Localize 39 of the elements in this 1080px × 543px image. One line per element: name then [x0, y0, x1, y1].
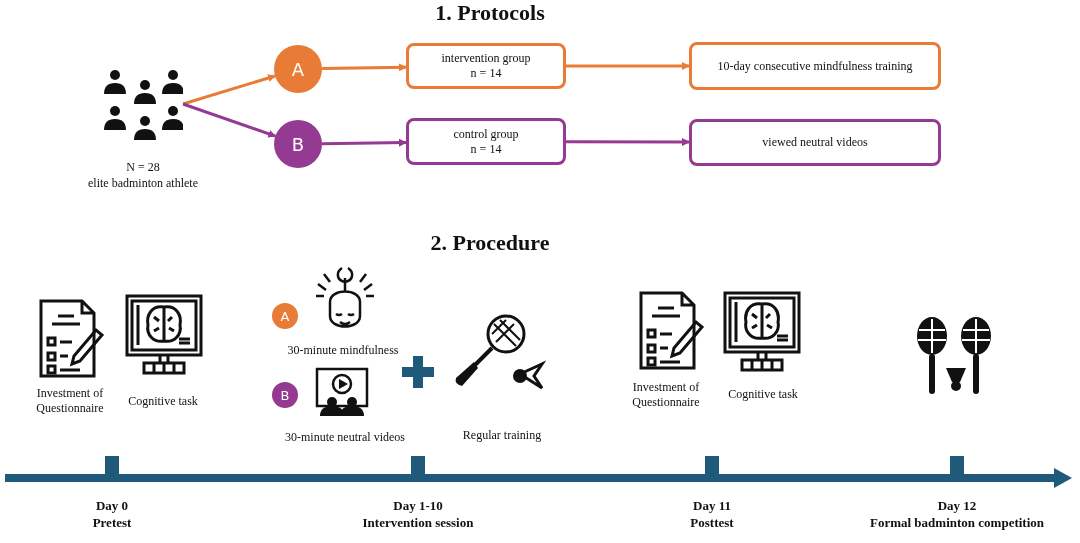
timeline-label: Pretest	[92, 515, 132, 530]
letter-circle: B	[272, 382, 298, 408]
arrow	[566, 62, 690, 70]
group-box	[406, 43, 566, 89]
box-text: control group	[453, 126, 519, 142]
timeline-label: Intervention session	[362, 515, 474, 530]
box-text: n = 14	[470, 141, 502, 157]
letter-circle: A	[272, 303, 298, 329]
icon-caption: Investment of Questionnaire	[35, 386, 105, 416]
arrow	[566, 138, 690, 147]
timeline-label: Day 0	[95, 498, 129, 513]
icon-caption: 30-minute neutral videos	[285, 430, 405, 445]
group-box	[406, 118, 566, 165]
node-label: elite badminton athlete	[88, 176, 198, 191]
letter-circle: B	[274, 120, 322, 168]
icon-caption: Cognitive task	[728, 387, 798, 402]
timeline-label: Day 11	[693, 498, 731, 513]
group-box	[689, 42, 941, 90]
timeline-label: Day 12	[937, 498, 977, 513]
box-text: 10-day consecutive mindfulness training	[717, 58, 913, 74]
arrow	[321, 63, 407, 72]
icon-caption: Investment of Questionnaire	[631, 380, 701, 410]
icon-caption: 30-minute mindfulness	[287, 343, 399, 358]
letter-circle: A	[274, 45, 322, 93]
section-heading: 2. Procedure	[430, 230, 550, 256]
node-label: N = 28	[126, 160, 160, 175]
timeline-label: Formal badminton competition	[869, 515, 1045, 530]
icon-caption: Regular training	[462, 428, 542, 443]
section-heading: 1. Protocols	[435, 0, 545, 26]
box-text: viewed neutral videos	[762, 135, 868, 150]
icon-caption: Cognitive task	[128, 394, 198, 409]
arrow	[182, 102, 277, 138]
arrow	[182, 74, 276, 106]
group-box	[689, 119, 941, 166]
box-text: n = 14	[470, 66, 502, 81]
box-text: intervention group	[441, 51, 531, 66]
arrow	[321, 138, 407, 147]
timeline-label: Day 1-10	[393, 498, 443, 513]
timeline-label: Posttest	[690, 515, 734, 530]
